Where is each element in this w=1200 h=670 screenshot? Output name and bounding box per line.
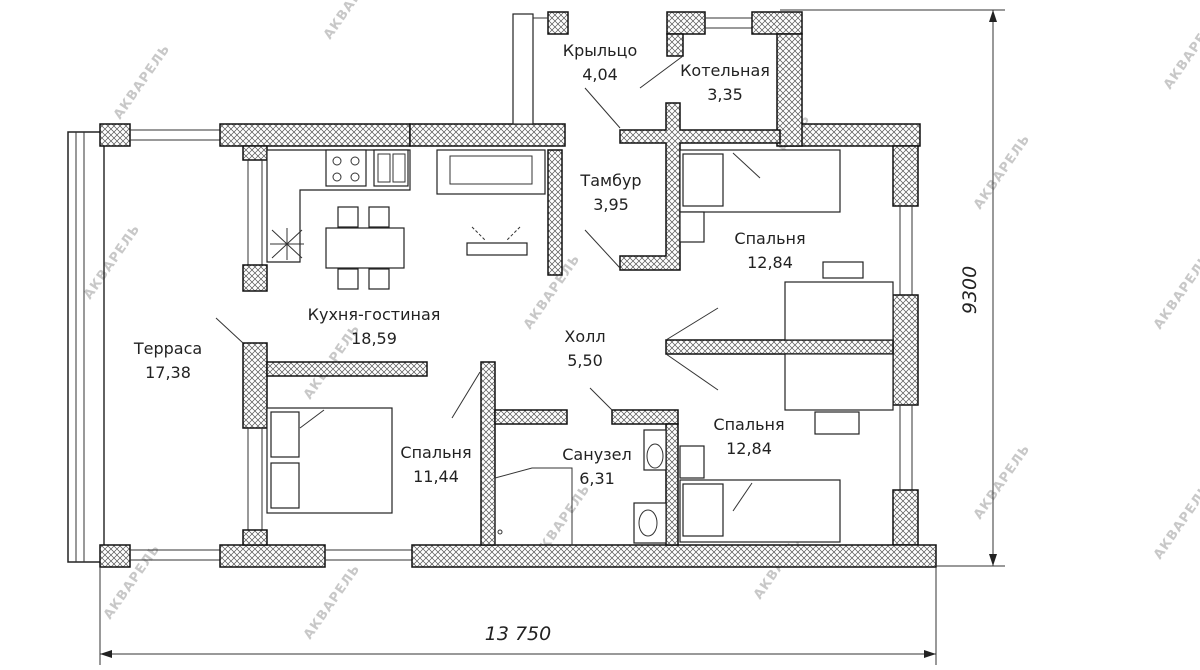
watermark-logo: АКВАРЕЛЬ xyxy=(321,0,384,42)
bedroom-furniture xyxy=(266,149,894,543)
interior-walls xyxy=(215,149,894,546)
room-terrace-area: 17,38 xyxy=(145,363,191,382)
room-porch-name: Крыльцо xyxy=(563,41,637,60)
room-terrace: Терраса 17,38 xyxy=(133,339,202,382)
room-kitchen-living-area: 18,59 xyxy=(351,329,397,348)
kitchen-furniture xyxy=(266,149,546,290)
room-boiler-area: 3,35 xyxy=(707,85,743,104)
room-bedroom-sw-name: Спальня xyxy=(400,443,471,462)
room-hall-area: 5,50 xyxy=(567,351,603,370)
dim-arrow-up-icon xyxy=(989,10,997,22)
room-bedroom-ne: Спальня 12,84 xyxy=(734,229,805,272)
room-porch: Крыльцо 4,04 xyxy=(563,41,637,84)
watermark-logo: АКВАРЕЛЬ xyxy=(1151,482,1200,563)
bathroom-fixtures xyxy=(494,429,667,545)
room-vestibule-name: Тамбур xyxy=(579,171,641,190)
room-kitchen-living: Кухня-гостиная 18,59 xyxy=(308,305,441,348)
dimension-height: 9300 xyxy=(959,266,981,314)
room-labels: Крыльцо 4,04 Котельная 3,35 Тамбур 3,95 … xyxy=(133,41,806,488)
watermark-logo: АКВАРЕЛЬ xyxy=(301,562,364,643)
room-kitchen-living-name: Кухня-гостиная xyxy=(308,305,441,324)
room-bedroom-ne-name: Спальня xyxy=(734,229,805,248)
room-hall: Холл 5,50 xyxy=(564,327,605,370)
room-bedroom-sw-area: 11,44 xyxy=(413,467,459,486)
dim-arrow-right-icon xyxy=(924,650,936,658)
room-bedroom-sw: Спальня 11,44 xyxy=(400,443,471,486)
dim-arrow-left-icon xyxy=(100,650,112,658)
room-terrace-name: Терраса xyxy=(133,339,202,358)
room-boiler: Котельная 3,35 xyxy=(680,61,770,104)
dimension-width: 13 750 xyxy=(485,623,551,645)
dim-arrow-down-icon xyxy=(989,554,997,566)
terrace-deck xyxy=(67,131,105,563)
dimension-lines: 13 750 9300 xyxy=(99,9,1005,665)
room-bedroom-ne-area: 12,84 xyxy=(747,253,793,272)
porch-boiler-walls xyxy=(512,11,803,271)
watermark-logo: АКВАРЕЛЬ xyxy=(111,42,174,123)
room-hall-name: Холл xyxy=(564,327,605,346)
watermark-logo: АКВАРЕЛЬ xyxy=(1161,12,1200,93)
room-bedroom-se: Спальня 12,84 xyxy=(713,415,784,458)
room-boiler-name: Котельная xyxy=(680,61,770,80)
watermark-logo: АКВАРЕЛЬ xyxy=(971,132,1034,213)
watermark-logo: АКВАРЕЛЬ xyxy=(1151,252,1200,333)
room-bathroom-name: Санузел xyxy=(562,445,631,464)
room-bathroom: Санузел 6,31 xyxy=(562,445,631,488)
room-bedroom-se-area: 12,84 xyxy=(726,439,772,458)
watermark-logo: АКВАРЕЛЬ xyxy=(971,442,1034,523)
room-bedroom-se-name: Спальня xyxy=(713,415,784,434)
room-porch-area: 4,04 xyxy=(582,65,618,84)
room-bathroom-area: 6,31 xyxy=(579,469,615,488)
watermark-logo: АКВАРЕЛЬ xyxy=(81,222,144,303)
exterior-walls xyxy=(99,123,937,568)
room-vestibule-area: 3,95 xyxy=(593,195,629,214)
room-vestibule: Тамбур 3,95 xyxy=(579,171,641,214)
